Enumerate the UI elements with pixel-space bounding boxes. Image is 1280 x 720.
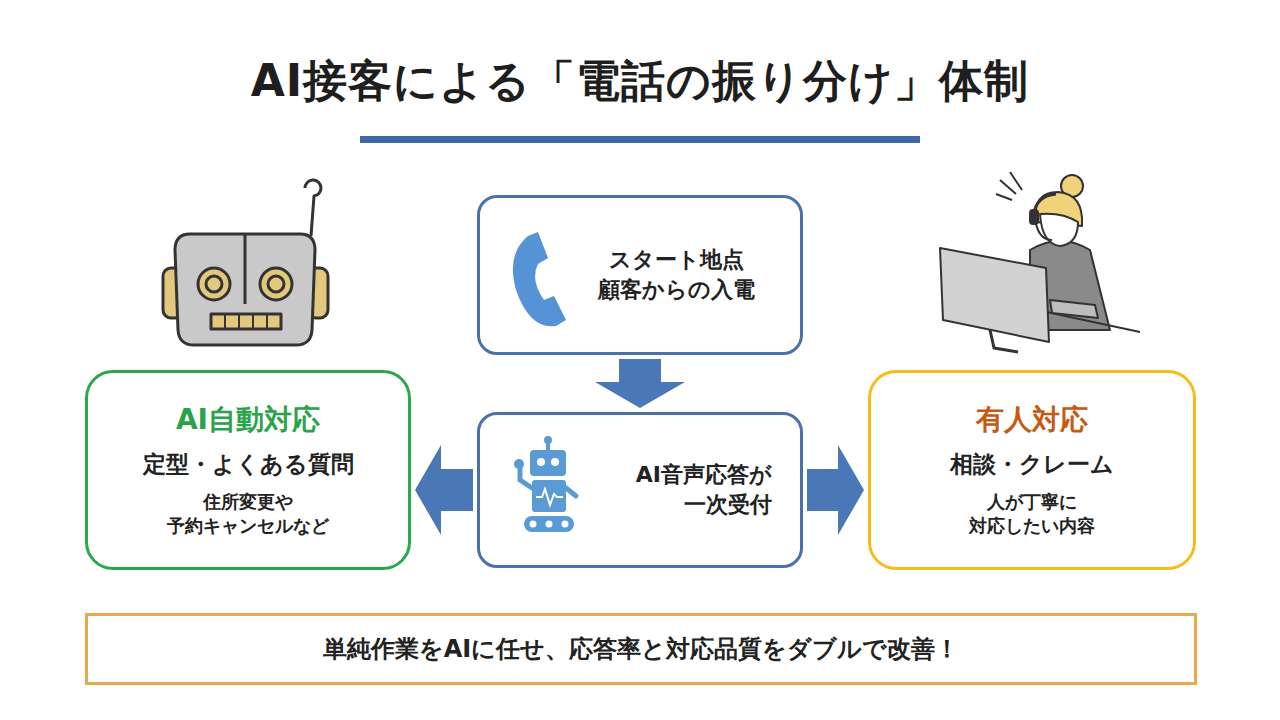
robot-eye <box>198 268 230 300</box>
robot-eye-ring <box>268 276 284 292</box>
headset-mic <box>1036 224 1052 240</box>
monitor <box>940 248 1049 342</box>
node-text: 定型・よくある質問 <box>143 449 354 480</box>
node-heading: AI自動対応 <box>176 401 320 439</box>
node-heading: 有人対応 <box>976 401 1088 439</box>
stress-lines <box>996 172 1022 200</box>
summary-box: 単純作業をAIに任せ、応答率と対応品質をダブルで改善！ <box>85 613 1197 685</box>
node-text: 相談・クレーム <box>950 449 1114 480</box>
start-box: スタート地点顧客からの入電 <box>477 195 803 355</box>
node-heading: スタート地点 <box>609 245 744 275</box>
robot-eye-ring <box>206 276 222 292</box>
node-heading: 単純作業をAIに任せ、応答率と対応品質をダブルで改善！ <box>323 633 960 665</box>
hair-bun <box>1061 175 1083 197</box>
desk-edge <box>990 300 1140 332</box>
node-text: 顧客からの入電 <box>598 275 755 305</box>
headset-ear <box>1030 210 1038 224</box>
flow-arrow <box>415 445 473 535</box>
robot-mouth <box>211 314 281 329</box>
robot-illustration <box>163 180 328 345</box>
robot-ear <box>163 268 183 318</box>
ai-voice-box: AI音声応答が 一次受付 <box>477 412 803 568</box>
robot-head <box>175 234 315 345</box>
node-text: 住所変更や 予約キャンセルなど <box>138 490 358 539</box>
keyboard <box>1050 300 1098 318</box>
title-underline <box>360 136 920 143</box>
ai-auto-box: AI自動対応定型・よくある質問住所変更や 予約キャンセルなど <box>85 370 411 570</box>
robot-ear <box>308 268 328 318</box>
operator-face <box>1040 214 1078 246</box>
headset-band <box>1034 194 1056 214</box>
flow-arrow <box>595 359 685 408</box>
human-box: 有人対応相談・クレーム人が丁寧に 対応したい内容 <box>868 370 1196 570</box>
flow-arrow <box>807 445 864 535</box>
node-text: 人が丁寧に 対応したい内容 <box>932 490 1132 539</box>
robot-seam <box>244 234 247 304</box>
operator-hair <box>1035 192 1082 226</box>
monitor-stand <box>990 330 1018 352</box>
robot-antenna <box>305 180 321 236</box>
node-heading: AI音声応答が 一次受付 <box>602 460 772 519</box>
robot-teeth <box>225 314 267 329</box>
operator-body <box>1030 241 1110 330</box>
diagram-title: AI接客による「電話の振り分け」体制 <box>0 52 1280 111</box>
operator-illustration <box>940 172 1140 352</box>
robot-eye <box>260 268 292 300</box>
